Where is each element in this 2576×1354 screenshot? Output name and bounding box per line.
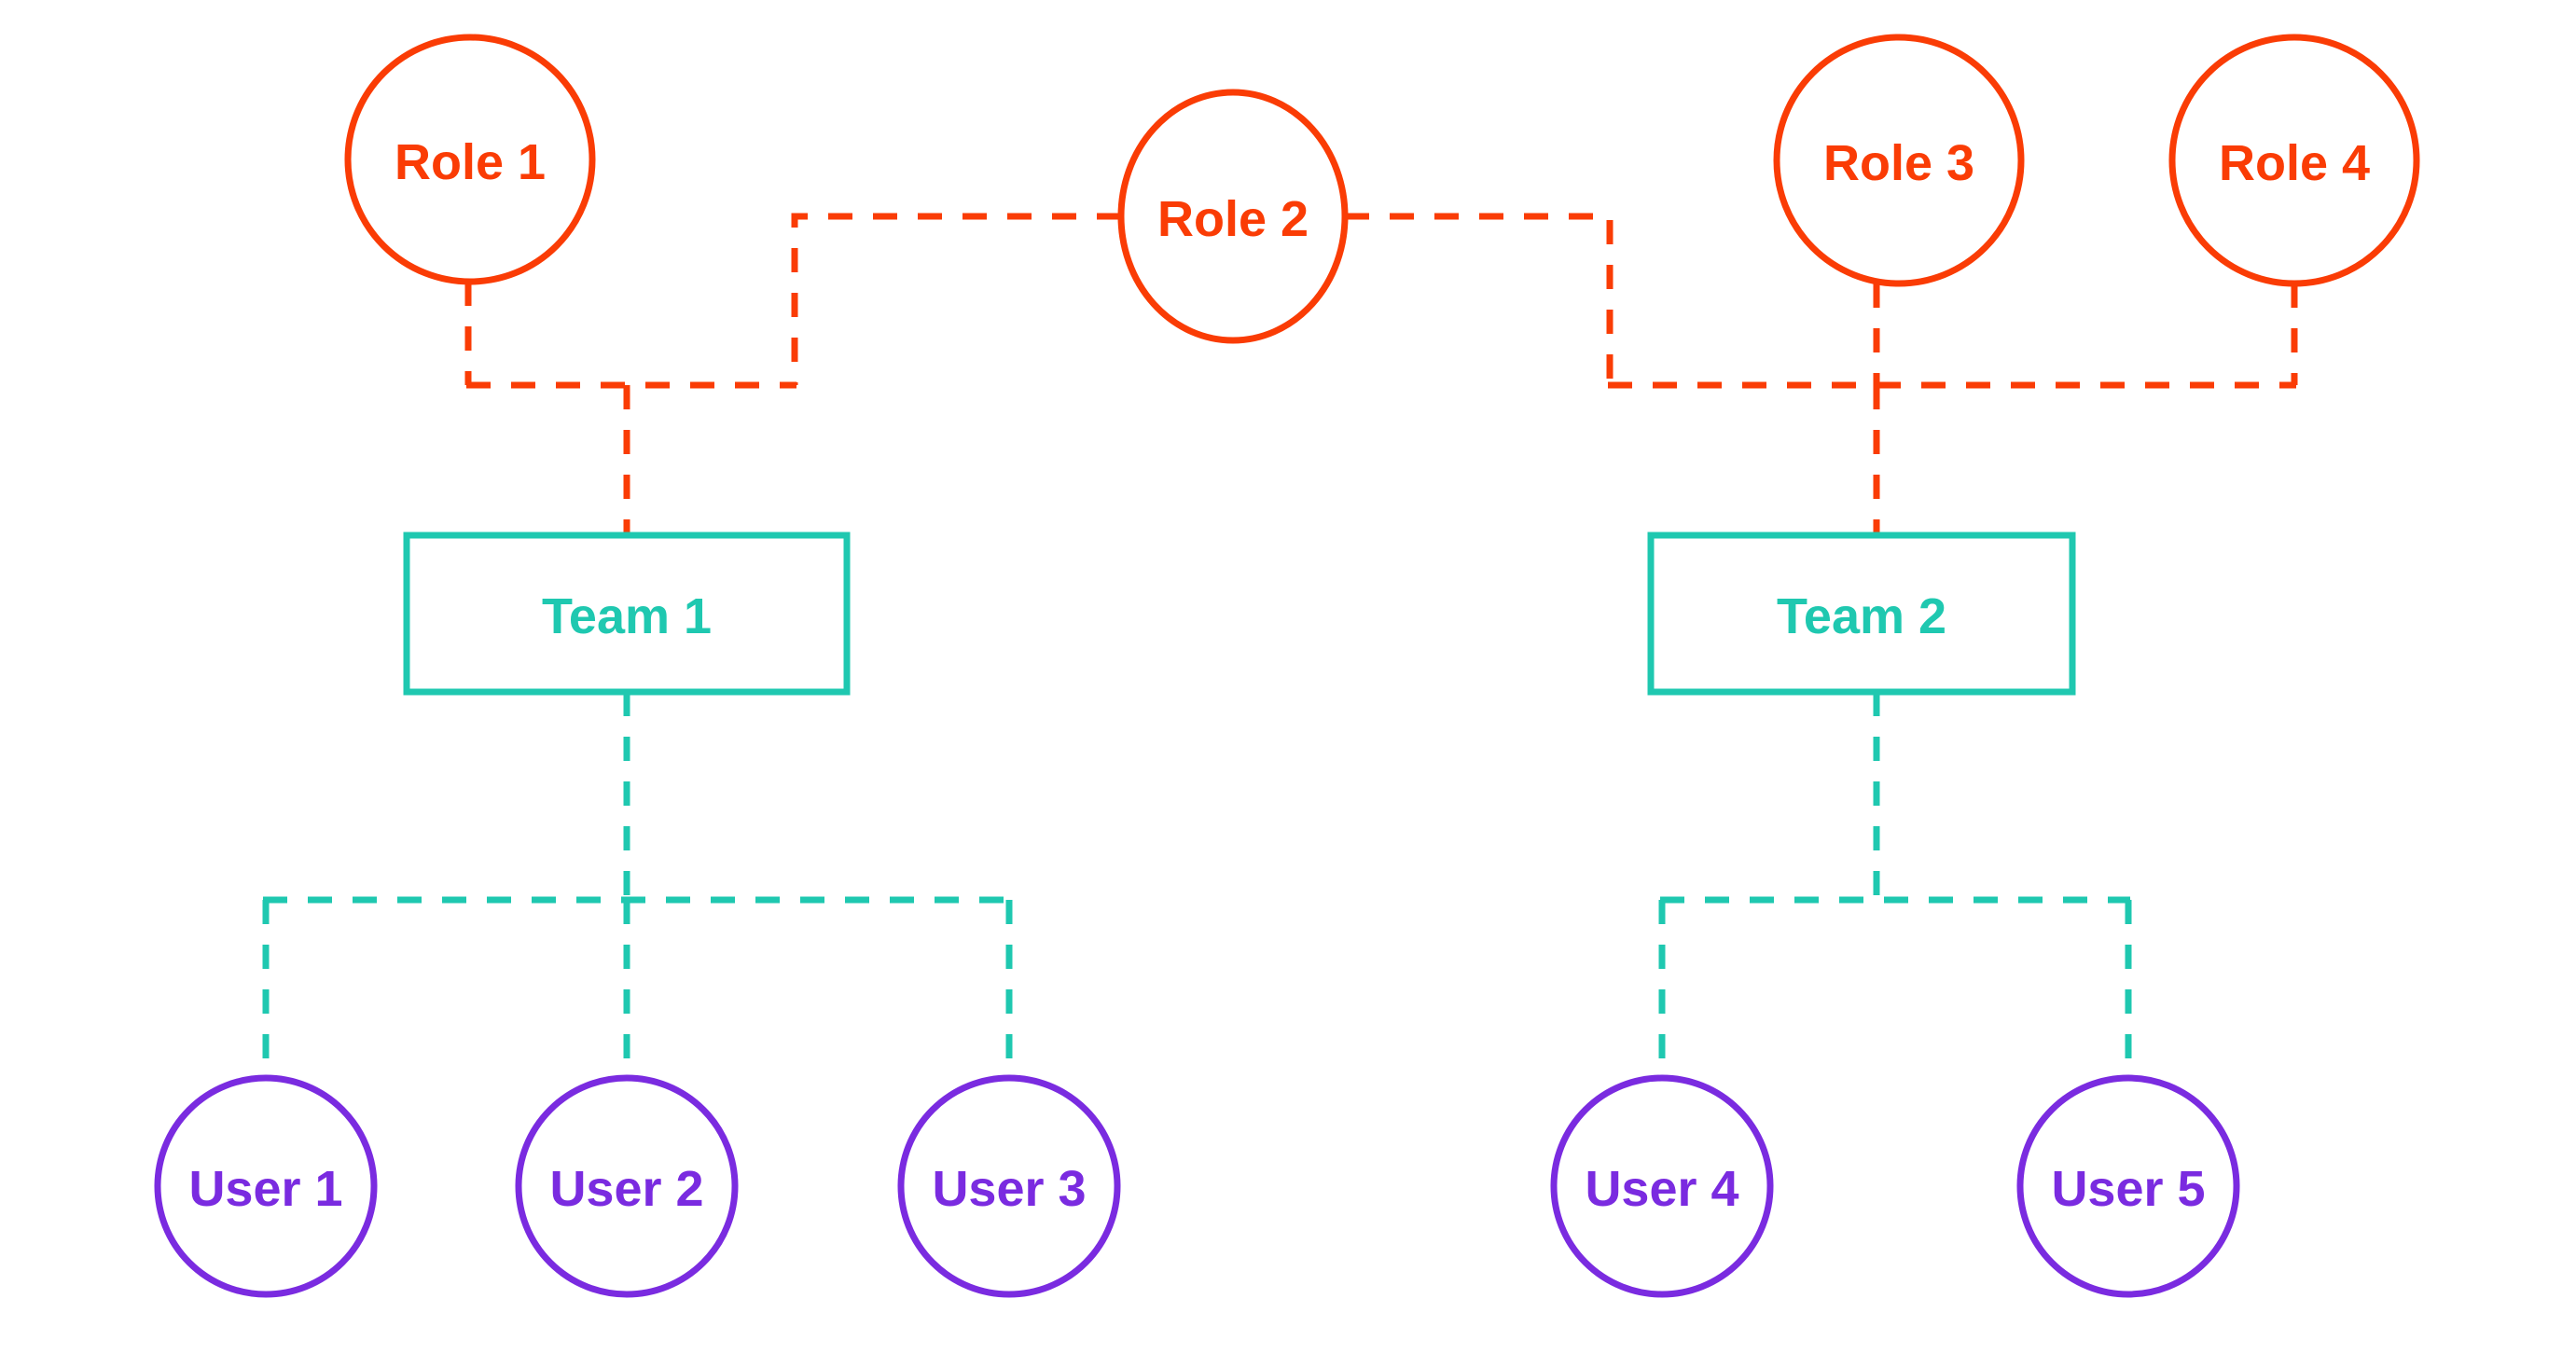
node-role2[interactable]: Role 2 <box>1117 89 1349 344</box>
team1-label: Team 1 <box>542 588 712 644</box>
team-nodes: Team 1 Team 2 <box>403 532 2076 696</box>
node-user1[interactable]: User 1 <box>154 1074 378 1298</box>
team2-label: Team 2 <box>1777 588 1946 644</box>
node-user4[interactable]: User 4 <box>1550 1074 1774 1298</box>
node-role3[interactable]: Role 3 <box>1773 34 2025 287</box>
user5-shape[interactable] <box>2016 1074 2240 1298</box>
user3-shape[interactable] <box>897 1074 1121 1298</box>
node-role4[interactable]: Role 4 <box>2168 34 2420 287</box>
team2-shape[interactable] <box>1647 532 2076 696</box>
edge-role2-team2 <box>1345 213 1613 385</box>
node-team2[interactable]: Team 2 <box>1647 532 2076 696</box>
role2-label: Role 2 <box>1157 191 1309 247</box>
node-role1[interactable]: Role 1 <box>344 34 596 285</box>
node-user2[interactable]: User 2 <box>515 1074 739 1298</box>
user5-label: User 5 <box>2051 1161 2205 1217</box>
node-user3[interactable]: User 3 <box>897 1074 1121 1298</box>
node-user5[interactable]: User 5 <box>2016 1074 2240 1298</box>
user2-shape[interactable] <box>515 1074 739 1298</box>
role3-shape[interactable] <box>1773 34 2025 287</box>
role3-label: Role 3 <box>1823 135 1974 191</box>
user4-shape[interactable] <box>1550 1074 1774 1298</box>
user1-shape[interactable] <box>154 1074 378 1298</box>
role1-label: Role 1 <box>395 134 546 190</box>
team1-shape[interactable] <box>403 532 851 696</box>
user4-label: User 4 <box>1585 1161 1738 1217</box>
role1-shape[interactable] <box>344 34 596 285</box>
edge-role2-team1 <box>791 213 1121 385</box>
node-team1[interactable]: Team 1 <box>403 532 851 696</box>
user-nodes: User 1 User 2 User 3 User 4 User 5 <box>154 1074 2240 1298</box>
user3-label: User 3 <box>932 1161 1086 1217</box>
role2-shape[interactable] <box>1117 89 1349 344</box>
user1-label: User 1 <box>188 1161 342 1217</box>
team-user-connectors <box>262 692 2132 1078</box>
role4-label: Role 4 <box>2219 135 2370 191</box>
role-team-connectors <box>464 213 2298 535</box>
role4-shape[interactable] <box>2168 34 2420 287</box>
user2-label: User 2 <box>549 1161 703 1217</box>
role-nodes: Role 1 Role 2 Role 3 Role 4 <box>344 34 2420 344</box>
